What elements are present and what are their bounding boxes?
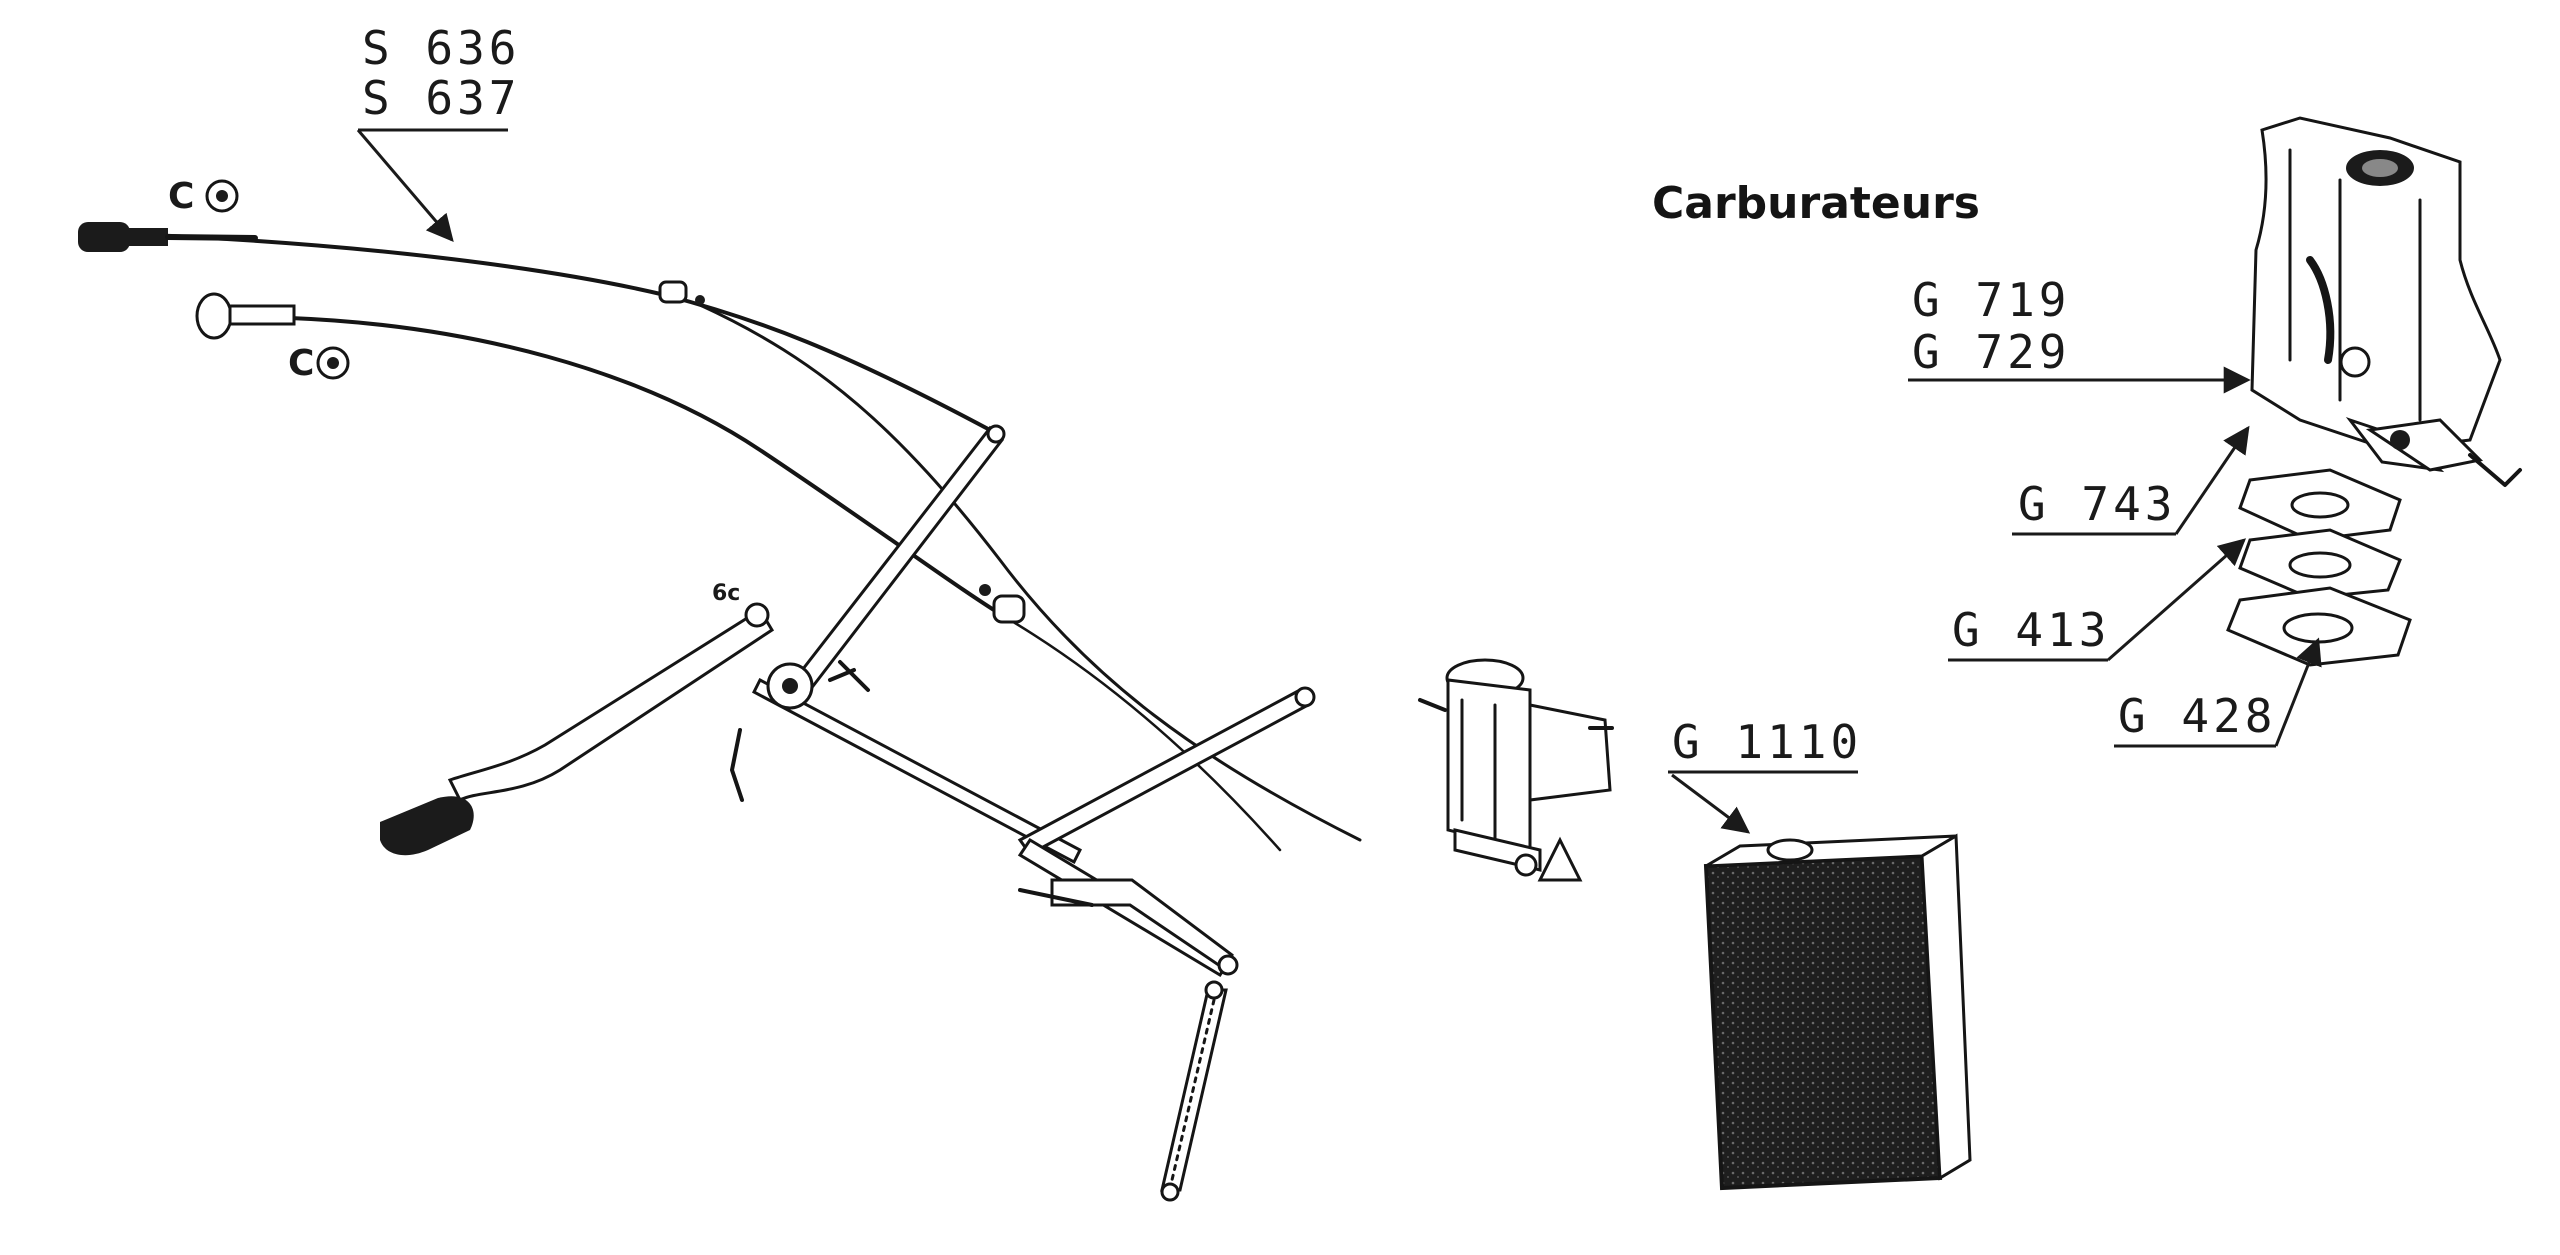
- pedal-arm: [447, 607, 775, 803]
- label-g428-text: G 428: [2118, 689, 2276, 743]
- spring-clip: [1018, 888, 1094, 907]
- leader-arrow-s636: [356, 129, 454, 243]
- label-g413-text: G 413: [1952, 603, 2110, 657]
- carburettor-exploded: [2226, 116, 2522, 667]
- carb-jet-tube: [2306, 256, 2335, 364]
- radiator: [1703, 833, 1972, 1191]
- cross-shaft: [752, 677, 1082, 865]
- cable-clamp-lower: [992, 594, 1026, 624]
- label-g729: G 729: [1912, 325, 2070, 379]
- cotter-pin: [730, 728, 744, 802]
- label-s636: S 636: [362, 21, 520, 75]
- svg-text:6c: 6c: [712, 581, 740, 606]
- choke-knob: [78, 222, 258, 252]
- label-g413: G 413: [1948, 538, 2247, 662]
- radiator-filler-cap: [1766, 838, 1814, 862]
- throttle-linkage: [730, 424, 1316, 1202]
- leader-arrow-g428: [2274, 637, 2322, 747]
- label-g428: G 428: [2114, 637, 2322, 748]
- label-s636-s637: S 636 S 637: [356, 21, 520, 243]
- radiator-side: [1920, 833, 1972, 1181]
- lower-cable-wire: [1008, 618, 1282, 852]
- leader-arrow-g413: [2107, 538, 2247, 662]
- upper-cable: [148, 233, 992, 432]
- carb-link-rod: [1017, 688, 1313, 856]
- lower-link-rod: [1017, 837, 1233, 978]
- lower-cable: [288, 316, 1012, 622]
- pedal-pad: [380, 796, 474, 856]
- leader-arrow-g1110: [1671, 773, 1751, 834]
- control-cables: C C: [78, 176, 1362, 852]
- accelerator-pedal: 6c: [380, 581, 775, 856]
- nut-lower: C: [288, 343, 350, 384]
- svg-text:C: C: [168, 176, 194, 217]
- split-pin: [828, 660, 870, 692]
- label-g1110: G 1110: [1668, 715, 1862, 834]
- leader-arrow-g743: [2174, 425, 2250, 535]
- float-chamber: [1528, 703, 1612, 802]
- section-heading: Carburateurs: [1652, 178, 1980, 229]
- label-g719: G 719: [1912, 273, 2070, 327]
- cable-clamp: [658, 280, 688, 304]
- nut-upper: C: [168, 176, 239, 217]
- carb-body: [1446, 678, 1532, 852]
- svg-text:C: C: [288, 343, 314, 384]
- upper-link-rod: [793, 425, 1004, 693]
- carburettor-assembly: [1418, 658, 1614, 882]
- label-g1110-text: G 1110: [1672, 715, 1862, 769]
- throttle-knob: [195, 292, 296, 340]
- label-g743-text: G 743: [2018, 477, 2176, 531]
- label-g743: G 743: [2012, 425, 2250, 536]
- upper-cable-inner-wire: [698, 303, 1362, 842]
- label-s637: S 637: [362, 71, 520, 125]
- carb-body-exploded: [2250, 116, 2502, 452]
- radiator-core: [1703, 853, 1943, 1191]
- label-g719-g729: G 719 G 729: [1908, 273, 2251, 394]
